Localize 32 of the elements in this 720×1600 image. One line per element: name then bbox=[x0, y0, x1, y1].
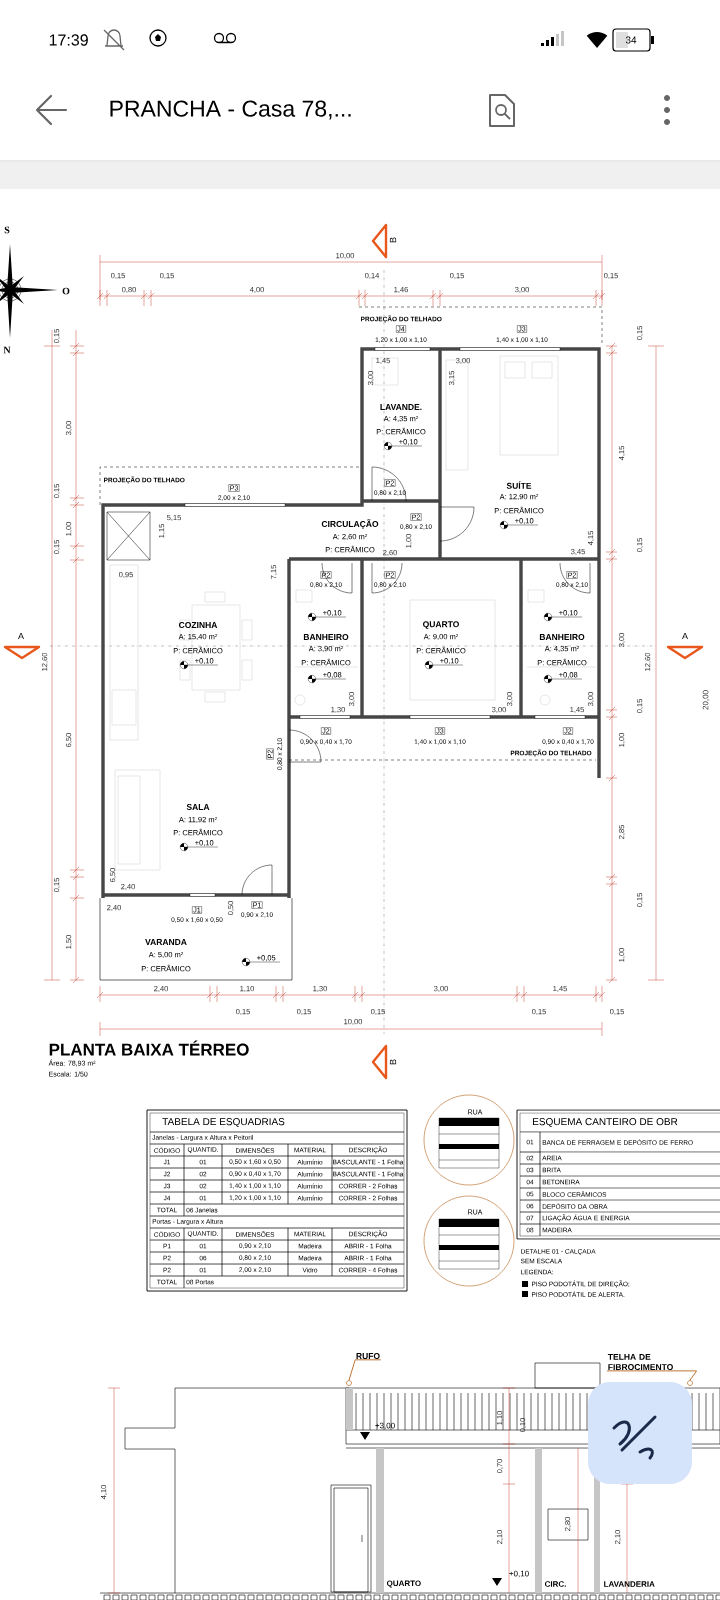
compass-letter: O bbox=[62, 287, 70, 295]
room-name: QUARTO bbox=[423, 621, 459, 629]
room-name: BANHEIRO bbox=[539, 634, 585, 640]
room-name: LAVANDE. bbox=[380, 404, 422, 410]
document-title: PRANCHA - Casa 78,... bbox=[110, 100, 351, 120]
leader-line bbox=[348, 1359, 382, 1381]
room-name: SALA bbox=[186, 804, 210, 810]
room-name: BANHEIRO bbox=[303, 634, 349, 640]
level-text: +0,10 bbox=[509, 1570, 529, 1578]
callout-text: RUFO bbox=[356, 1353, 380, 1359]
room-label: QUARTO bbox=[386, 1580, 421, 1588]
leader-line bbox=[606, 1370, 698, 1381]
room-label: CIRC. bbox=[544, 1581, 566, 1587]
room-label: LAVANDERIA bbox=[604, 1581, 655, 1587]
room-name: CIRCULAÇÃO bbox=[321, 519, 379, 529]
section-letter: B bbox=[389, 1059, 397, 1065]
section-letter: A bbox=[18, 632, 24, 640]
room-name: VARANDA bbox=[145, 939, 187, 945]
section-letter: B bbox=[389, 237, 397, 243]
status-time: 17:39 bbox=[49, 34, 88, 46]
section-letter: A bbox=[682, 632, 688, 640]
level-text: +3,00 bbox=[375, 1422, 395, 1430]
battery-level: 34 bbox=[625, 36, 637, 44]
callout-text: TELHA DE FIBROCIMENTO bbox=[607, 1353, 673, 1371]
drawing-title: PLANTA BAIXA TÉRREO bbox=[49, 1040, 249, 1056]
room-name: COZINHA bbox=[179, 622, 218, 628]
table-cell: TABELA DE ESQUADRIAS bbox=[149, 1112, 405, 1133]
room-name: SUÍTE bbox=[506, 481, 532, 489]
compass-letter: N bbox=[3, 346, 11, 354]
table-cell: ESQUEMA CANTEIRO DE OBR bbox=[519, 1112, 720, 1133]
compass-letter: S bbox=[4, 226, 10, 234]
dimension-text: 20,00 bbox=[702, 690, 710, 710]
